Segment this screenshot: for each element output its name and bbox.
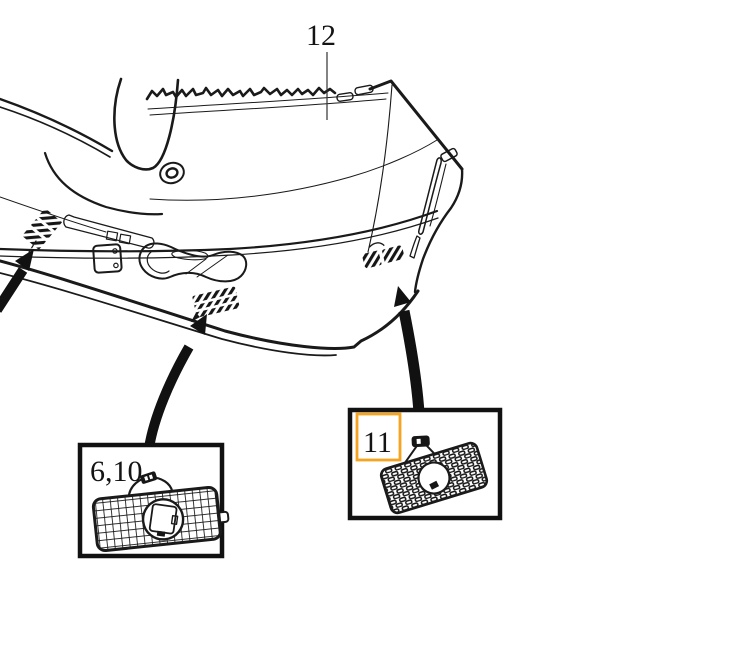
lamp-slot-strip [63, 214, 155, 249]
part-11-sensor-opening [417, 461, 451, 495]
left-shoulder-crease [43, 151, 164, 216]
corner-trim-lower-sliver [409, 235, 421, 259]
upper-flange-line-1 [147, 92, 389, 110]
callout-box-11[interactable]: 11 [347, 407, 503, 521]
exhaust-recess-slot [171, 249, 209, 261]
bumper-illustration [0, 77, 464, 357]
parking-sensor-inner [165, 167, 179, 179]
right-corner-edge [413, 167, 464, 294]
clip-edge-serration [145, 86, 337, 101]
part-label-12[interactable]: 12 [306, 19, 336, 52]
left-face-crease [0, 196, 107, 233]
exhaust-recess-hook-inner [146, 251, 170, 274]
callout-box-6-10[interactable]: 6,10 [77, 442, 230, 559]
corner-crease [367, 84, 393, 253]
bumper-top-edge-inner [0, 106, 111, 158]
grille-location-marker-right [362, 242, 405, 269]
bumper-top-edge-outer [0, 97, 114, 153]
mid-face-crease [149, 139, 438, 201]
upper-flange-line-2 [149, 98, 387, 116]
part-label-11[interactable]: 11 [363, 426, 392, 459]
exhaust-recess-crease-2 [185, 258, 207, 275]
right-top-edge [368, 79, 464, 171]
label-highlight-box [355, 412, 402, 462]
callout-arrow-center [144, 314, 207, 449]
lamp-slot-tab-2 [118, 233, 132, 245]
valance-top-edge [0, 209, 439, 253]
grille-part-11-illustration [379, 435, 489, 515]
callout-arrow-left [0, 249, 34, 313]
tow-hook-cover [92, 243, 123, 274]
grille-location-marker-left [22, 208, 62, 250]
grille-part-6-10-illustration [91, 471, 230, 553]
part-6-10-clip [140, 471, 158, 484]
part-11-clip [411, 435, 430, 448]
part-6-10-border [91, 485, 223, 553]
wheel-arch-cutout [113, 77, 180, 171]
exhaust-recess-crease-1 [196, 254, 229, 278]
corner-clip [440, 147, 458, 163]
callout-arrow-right [394, 286, 425, 414]
part-11-bolt [429, 480, 440, 490]
bumper-bottom-edge [0, 259, 420, 350]
exhaust-recess-outline [138, 242, 248, 283]
lamp-slot-tab-1 [105, 230, 119, 242]
part-label-6-10[interactable]: 6,10 [90, 455, 143, 488]
part-6-10-sensor-holder [148, 503, 179, 537]
corner-trim-sliver [418, 157, 442, 235]
valance-top-echo [0, 217, 439, 259]
bumper-bottom-inner-edge [0, 272, 337, 357]
parking-sensor-outer [159, 161, 185, 185]
part-11-border [379, 441, 489, 515]
grille-location-marker-center [190, 286, 240, 323]
